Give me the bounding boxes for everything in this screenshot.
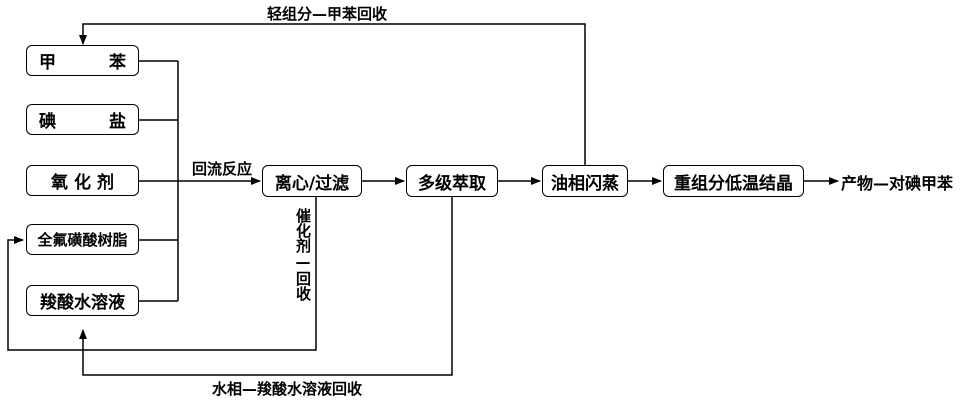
acid-solution-box: 羧酸水溶液: [26, 285, 139, 316]
toluene-recycle-line: [83, 24, 585, 165]
oxidant-box: 氧化剂: [26, 165, 139, 196]
resin-box: 全氟磺酸树脂: [26, 224, 139, 255]
oil-flash-box: 油相闪蒸: [542, 165, 628, 197]
light-recovery-label: 轻组分—甲苯回收: [267, 3, 387, 24]
centrifuge-filter-box: 离心/过滤: [262, 165, 362, 197]
multistage-extraction-box: 多级萃取: [406, 165, 498, 197]
catalyst-recycle-line: [8, 197, 316, 350]
crystallization-box: 重组分低温结晶: [663, 165, 804, 197]
reflux-label: 回流反应: [192, 158, 252, 179]
catalyst-recovery-label: 催化剂—回收: [295, 208, 311, 301]
water-recovery-label: 水相—羧酸水溶液回收: [212, 378, 362, 399]
water-recycle-line: [83, 197, 452, 375]
toluene-box: 甲 苯: [26, 45, 139, 76]
product-label: 产物—对碘甲苯: [841, 170, 953, 194]
iodine-salt-box: 碘 盐: [26, 104, 139, 135]
